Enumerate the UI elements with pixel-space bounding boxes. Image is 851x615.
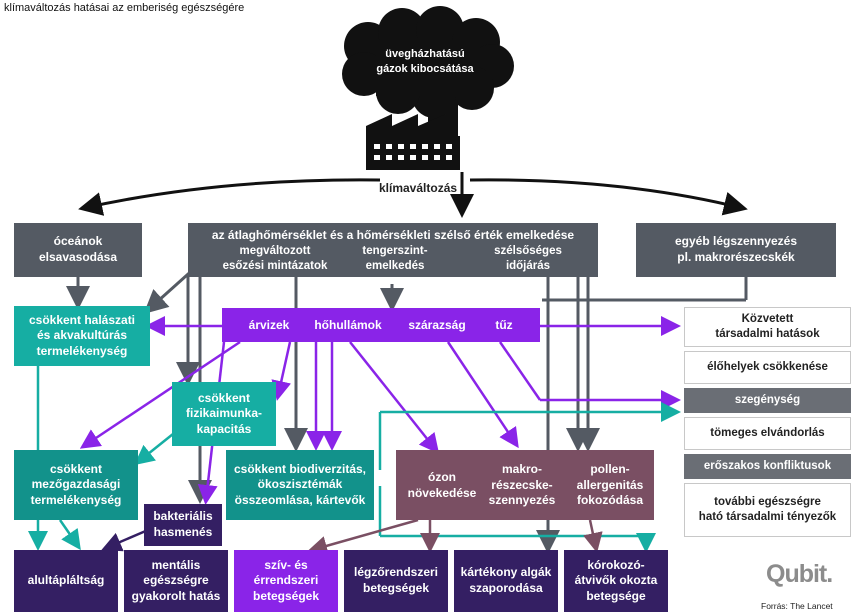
outcome-vector-borne: kórokozó- átvivők okozta betegsége — [564, 550, 668, 612]
agriculture-productivity-box: csökkent mezőgazdasági termelékenység — [14, 450, 138, 520]
bacterial-diarrhea-box: bakteriális hasmenés — [144, 504, 222, 546]
side-habitat-loss: élőhelyek csökkenése — [684, 351, 851, 384]
temperature-rise-title: az átlaghőmérséklet és a hőmérsékleti sz… — [211, 228, 575, 242]
particulate-label: makro- részecske- szennyezés — [488, 462, 556, 508]
pollen-label: pollen- allergenitás fokozódása — [576, 462, 644, 508]
extreme-weather-label: szélsőséges időjárás — [494, 245, 562, 272]
arrow-right-arc — [469, 178, 748, 216]
ocean-acidification-box: óceánok elsavasodása — [14, 223, 142, 277]
work-capacity-box: csökkent fizikaimunka- kapacitás — [172, 382, 276, 446]
fishing-productivity-box: csökkent halászati és akvakultúrás terme… — [14, 306, 150, 366]
climate-change-label: klímaváltozás — [379, 181, 458, 195]
side-further-factors: további egészségre ható társadalmi ténye… — [684, 483, 851, 537]
arrow-left-arc — [78, 178, 381, 216]
outcome-malnutrition: alultápláltság — [14, 550, 118, 612]
rain-pattern-label: megváltozott esőzési mintázatok — [222, 245, 328, 272]
extreme-events-bar: árvizek hőhullámok szárazság tűz — [222, 308, 540, 342]
biodiversity-box: csökkent biodiverzitás, ökoszisztémák ös… — [226, 450, 374, 520]
side-panel-title: Közvetett társadalmi hatások — [684, 307, 851, 347]
event-fire: tűz — [495, 318, 513, 332]
event-drought: szárazság — [408, 318, 466, 332]
event-flood: árvizek — [248, 318, 290, 332]
outcome-respiratory: légzőrendszeri betegségek — [344, 550, 448, 612]
side-violent-conflicts: erőszakos konfliktusok — [684, 454, 851, 479]
temperature-rise-box: az átlaghőmérséklet és a hőmérsékleti sz… — [188, 223, 598, 277]
cloud-label: üvegházhatású gázok kibocsátása — [376, 48, 474, 75]
source-note: Forrás: The Lancet — [761, 601, 833, 611]
side-mass-migration: tömeges elvándorlás — [684, 417, 851, 450]
outcome-mental-health: mentális egészségre gyakorolt hatás — [124, 550, 228, 612]
air-pollution-box: egyéb légszennyezés pl. makrorészecskék — [636, 223, 836, 277]
qubit-logo: Qubit. — [766, 560, 833, 588]
ozone-label: ózon növekedése — [407, 470, 477, 500]
outcome-algae-bloom: kártékony algák szaporodása — [454, 550, 558, 612]
sea-level-label: tengerszint- emelkedés — [362, 245, 428, 272]
air-quality-box: ózon növekedése makro- részecske- szenny… — [396, 450, 654, 520]
side-poverty: szegénység — [684, 388, 851, 413]
diagram-title: klímaváltozás hatásai az emberiség egész… — [4, 2, 245, 14]
event-heatwave: hőhullámok — [314, 318, 382, 332]
outcome-cardiovascular: szív- és érrendszeri betegségek — [234, 550, 338, 612]
